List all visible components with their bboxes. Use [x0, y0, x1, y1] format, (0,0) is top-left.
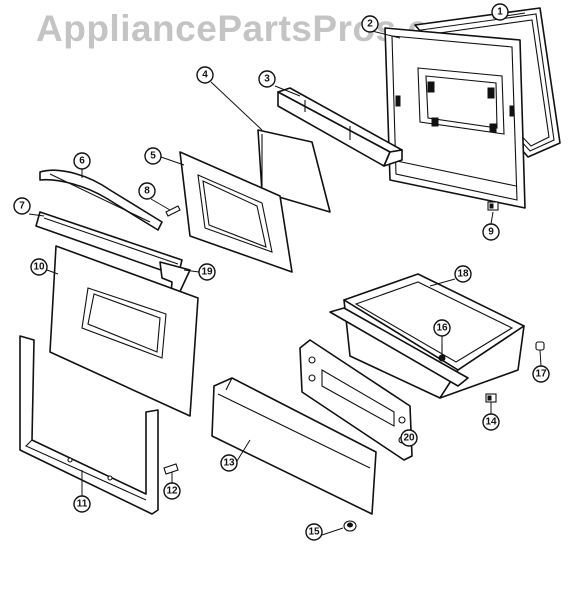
- callout-label: 9: [488, 227, 494, 238]
- part-3-insulation: [277, 87, 403, 167]
- callout-bubble: [361, 15, 379, 33]
- callout-bubble: [13, 197, 31, 215]
- callout-label: 11: [77, 499, 88, 510]
- callout-label: 6: [79, 156, 85, 167]
- callout-20: 20: [400, 429, 418, 447]
- callout-bubble: [138, 182, 156, 200]
- callout-label: 8: [144, 186, 150, 197]
- callout-label: 5: [150, 151, 156, 162]
- callout-label: 1: [497, 7, 503, 18]
- callout-label: 15: [308, 527, 320, 538]
- callout-label: 14: [485, 417, 497, 428]
- part-18-storage-drawer: [329, 273, 525, 399]
- callout-13: 13: [220, 454, 238, 472]
- callout-bubble: [73, 495, 91, 513]
- part-15-bumper: [343, 520, 357, 532]
- callout-bubble: [400, 429, 418, 447]
- callout-18: 18: [454, 265, 472, 283]
- part-17-glide: [535, 341, 545, 351]
- part-20-drawer-bracket: [299, 339, 413, 461]
- callout-1: 1: [491, 3, 509, 21]
- part-8-screw: [165, 205, 181, 217]
- callout-bubble: [163, 482, 181, 500]
- part-9-clip: [487, 201, 499, 211]
- part-12-clip: [163, 463, 179, 475]
- callout-bubble: [305, 523, 323, 541]
- callout-9: 9: [482, 223, 500, 241]
- callout-bubble: [454, 265, 472, 283]
- callout-19: 19: [198, 263, 216, 281]
- callout-label: 12: [166, 486, 178, 497]
- callout-bubble: [532, 365, 550, 383]
- callout-label: 20: [403, 433, 415, 444]
- part-13-drawer-front: [211, 377, 377, 515]
- callout-12: 12: [163, 482, 181, 500]
- callout-10: 10: [30, 258, 48, 276]
- callout-bubble: [482, 223, 500, 241]
- callout-2: 2: [361, 15, 379, 33]
- callout-11: 11: [73, 495, 91, 513]
- callout-label: 18: [457, 269, 469, 280]
- part-6-door-handle: [39, 169, 163, 231]
- callout-3: 3: [258, 70, 276, 88]
- part-10-outer-door-panel: [49, 245, 199, 417]
- part-2-inner-door-panel: [384, 27, 526, 209]
- part-16-drawer-screw: [438, 344, 446, 362]
- callout-bubble: [258, 70, 276, 88]
- callout-bubble: [73, 152, 91, 170]
- callout-7: 7: [13, 197, 31, 215]
- callout-label: 4: [202, 70, 208, 81]
- callout-label: 16: [436, 323, 448, 334]
- callout-label: 2: [367, 19, 373, 30]
- callout-bubble: [482, 413, 500, 431]
- callout-label: 13: [223, 458, 235, 469]
- callout-label: 10: [33, 262, 45, 273]
- part-4-glass-pane: [257, 129, 331, 213]
- part-14-glide-clip: [485, 393, 497, 403]
- callout-bubble: [491, 3, 509, 21]
- part-11-lower-frame: [19, 335, 159, 515]
- callout-15: 15: [305, 523, 323, 541]
- callout-17: 17: [532, 365, 550, 383]
- callout-bubble: [144, 147, 162, 165]
- callout-bubble: [220, 454, 238, 472]
- callout-bubble: [30, 258, 48, 276]
- callout-14: 14: [482, 413, 500, 431]
- callout-8: 8: [138, 182, 156, 200]
- callout-4: 4: [196, 66, 214, 84]
- callout-bubble: [198, 263, 216, 281]
- callout-16: 16: [433, 319, 451, 337]
- callout-bubble: [196, 66, 214, 84]
- callout-label: 3: [264, 74, 270, 85]
- part-5-door-frame: [179, 151, 293, 273]
- callout-6: 6: [73, 152, 91, 170]
- callout-label: 7: [19, 201, 25, 212]
- callout-label: 19: [201, 267, 213, 278]
- callout-5: 5: [144, 147, 162, 165]
- callout-bubble: [433, 319, 451, 337]
- callout-label: 17: [535, 369, 547, 380]
